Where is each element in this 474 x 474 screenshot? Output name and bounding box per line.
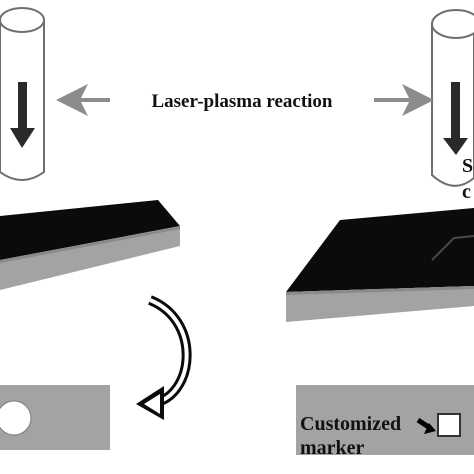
left-sample-slab — [0, 200, 180, 290]
hole-circle — [0, 400, 32, 436]
left-down-arrow-icon — [10, 82, 35, 148]
marker-label-1: Customized — [300, 413, 401, 435]
curved-arrow-icon — [136, 295, 192, 420]
reaction-label: Laser-plasma reaction — [151, 91, 332, 112]
left-bottom-substrate — [0, 385, 110, 450]
cutoff-label-2: c — [462, 181, 471, 203]
cutoff-label-1: S — [462, 155, 473, 177]
marker-label-2: marker — [300, 437, 365, 459]
right-sample-slab — [286, 208, 474, 322]
marker-square-icon — [437, 413, 461, 437]
right-down-arrow-icon — [443, 82, 468, 155]
laser-groove — [431, 235, 474, 261]
right-bottom-substrate — [296, 385, 474, 455]
